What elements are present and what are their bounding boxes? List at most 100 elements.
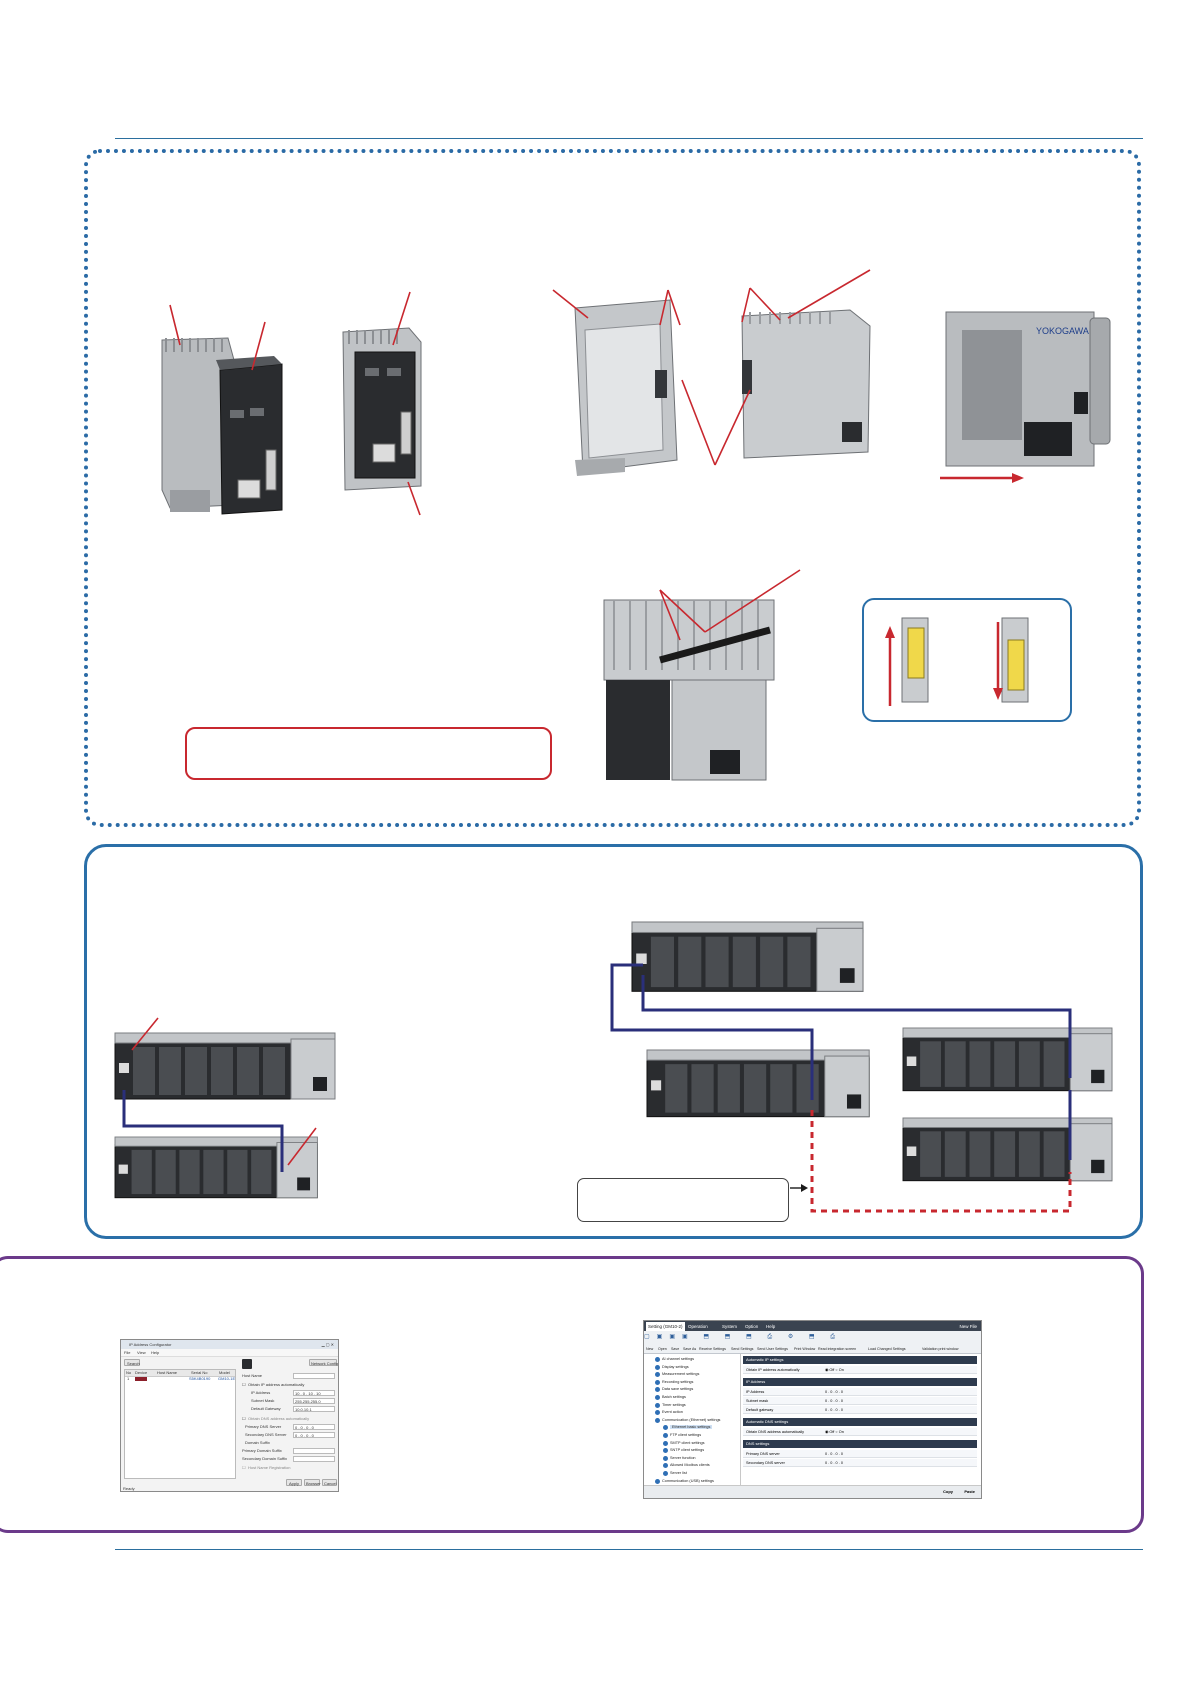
folder-icon (655, 1410, 660, 1416)
device-icon (242, 1359, 252, 1369)
tab-option[interactable]: Option (745, 1324, 759, 1329)
setting-label: Primary DNS server (746, 1452, 780, 1456)
section-header: Automatic DNS settings (743, 1418, 977, 1426)
folder-icon (663, 1440, 668, 1446)
device-selected-cell (135, 1377, 147, 1381)
module-assembly-frame (84, 149, 1141, 827)
menu-file[interactable]: File (124, 1350, 131, 1355)
tree-item[interactable]: SMTP client settings (663, 1440, 705, 1446)
folder-icon (663, 1425, 668, 1431)
setting-value[interactable]: 0 . 0 . 0 . 0 (825, 1452, 843, 1456)
folder-icon (663, 1448, 668, 1454)
tree-item[interactable]: Server function (663, 1455, 696, 1461)
tree-item[interactable]: Communication (Ethernet) settings (655, 1417, 720, 1423)
default-gateway-field[interactable]: 10.0.10.1 (293, 1406, 335, 1412)
toolbar: New Open Save Save As Receive Settings S… (644, 1331, 981, 1354)
host-registration-checkbox[interactable]: ☐ (242, 1465, 246, 1470)
assembled-modules-photo (603, 599, 775, 781)
tree-item[interactable]: Server list (663, 1471, 687, 1476)
tree-item[interactable]: Ethernet basic settings (663, 1425, 713, 1431)
secondary-dns-field[interactable]: 0 . 0 . 0 . 0 (293, 1432, 335, 1438)
device-list[interactable]: No Device Host Name Serial No Model 1 S5… (124, 1369, 236, 1479)
subnet-mask-field[interactable]: 255.255.255.0 (293, 1398, 335, 1404)
setting-value[interactable]: ◉ Off ○ On (825, 1368, 844, 1372)
setting-value[interactable]: 0 . 0 . 0 . 0 (825, 1390, 843, 1394)
tree-item[interactable]: Recording settings (655, 1379, 693, 1385)
folder-icon (655, 1379, 660, 1385)
toolbar-new[interactable]: New (646, 1347, 654, 1351)
window-controls[interactable]: ▁ ▢ ✕ (321, 1342, 334, 1347)
tree-item[interactable]: Measurement settings (655, 1372, 699, 1378)
setting-value[interactable]: 0 . 0 . 0 . 0 (825, 1461, 843, 1465)
base-module-photo (574, 299, 678, 476)
tree-item[interactable]: Data save settings (655, 1387, 693, 1393)
tab-system[interactable]: System (722, 1324, 738, 1329)
cancel-button[interactable]: Cancel (322, 1479, 337, 1486)
yokogawa-logo: YOKOGAWA (1036, 326, 1089, 336)
toolbar-receive-settings[interactable]: Receive Settings (699, 1347, 726, 1351)
toolbar-print-window[interactable]: Print Window (794, 1347, 816, 1351)
setting-value[interactable]: ◉ Off ○ On (825, 1430, 844, 1434)
tree-item[interactable]: SNTP client settings (663, 1448, 704, 1454)
host-name-field[interactable] (293, 1373, 335, 1379)
toolbar-validation-print[interactable]: Validation print window (922, 1347, 959, 1351)
setting-value[interactable]: 0 . 0 . 0 . 0 (825, 1399, 843, 1403)
primary-domain-field[interactable] (293, 1448, 335, 1454)
bottom-rule (115, 1549, 1143, 1550)
folder-icon (655, 1357, 660, 1362)
tab-bar: Setting (GM10-2) Operation System Option… (644, 1321, 981, 1331)
network-configuration-frame (84, 844, 1143, 1239)
primary-dns-field[interactable]: 0 . 0 . 0 . 0 (293, 1424, 335, 1430)
copy-button[interactable]: Copy (943, 1489, 953, 1494)
obtain-dns-checkbox[interactable]: ☐ (242, 1416, 246, 1421)
tab-setting[interactable]: Setting (GM10-2) (646, 1322, 685, 1331)
browser-button[interactable]: Browser (304, 1479, 321, 1486)
unit-sub-3 (902, 1117, 1113, 1182)
tree-item[interactable]: AI channel settings (655, 1357, 694, 1362)
network-note-box (577, 1178, 789, 1222)
software-frame (0, 1256, 1144, 1533)
paste-button[interactable]: Paste (964, 1489, 975, 1494)
toolbar-open[interactable]: Open (658, 1347, 667, 1351)
setting-label: Obtain DNS address automatically (746, 1430, 805, 1434)
menu-view[interactable]: View (137, 1350, 146, 1355)
module-photo-cpu-single (342, 327, 422, 491)
setting-row[interactable]: Obtain DNS address automatically ◉ Off ○ … (743, 1428, 977, 1436)
toolbar-send-user-settings[interactable]: Send User Settings (757, 1347, 788, 1351)
tree-item[interactable]: Event action (655, 1410, 683, 1416)
tree-item[interactable]: Allowed Modbus clients (663, 1463, 710, 1469)
setting-row[interactable]: Obtain IP address automatically◉ Off ○ O… (743, 1366, 977, 1374)
apply-button[interactable]: Apply (286, 1479, 302, 1486)
menu-bar: File View Help (121, 1349, 338, 1357)
search-button[interactable]: Search (124, 1359, 140, 1366)
toolbar-save-as[interactable]: Save As (683, 1347, 697, 1351)
toolbar-save[interactable]: Save (671, 1347, 680, 1351)
table-row[interactable]: 1 S5K4B0190 GM10-1E (127, 1376, 236, 1381)
ip-address-field[interactable]: 10 . 0 . 10 . 10 (293, 1390, 335, 1396)
tree-item[interactable]: FTP client settings (663, 1433, 701, 1438)
tree-item[interactable]: Display settings (655, 1364, 689, 1370)
toolbar-read-integration[interactable]: Read integration screen (818, 1347, 857, 1351)
network-config-button[interactable]: Network Config (309, 1359, 339, 1366)
tree-item[interactable]: Batch settings (655, 1395, 686, 1400)
folder-icon (655, 1402, 660, 1408)
tree-item[interactable]: Timer settings (655, 1402, 686, 1408)
section-header: Automatic IP settings (743, 1356, 977, 1364)
toolbar-load-changed[interactable]: Load Changed Settings (868, 1347, 906, 1351)
menu-help[interactable]: Help (151, 1350, 160, 1355)
tab-operation[interactable]: Operation (688, 1324, 708, 1329)
folder-icon (663, 1455, 668, 1461)
tree-item[interactable]: Communication (USB) settings (655, 1478, 714, 1484)
setting-row[interactable]: Primary DNS server 0 . 0 . 0 . 0 (743, 1450, 977, 1458)
obtain-ip-checkbox[interactable]: ☐ (242, 1382, 246, 1387)
toolbar-send-settings[interactable]: Send Settings (731, 1347, 754, 1351)
tab-help[interactable]: Help (766, 1324, 776, 1329)
secondary-domain-field[interactable] (293, 1456, 335, 1462)
setting-value[interactable]: 0 . 0 . 0 . 0 (825, 1408, 843, 1412)
